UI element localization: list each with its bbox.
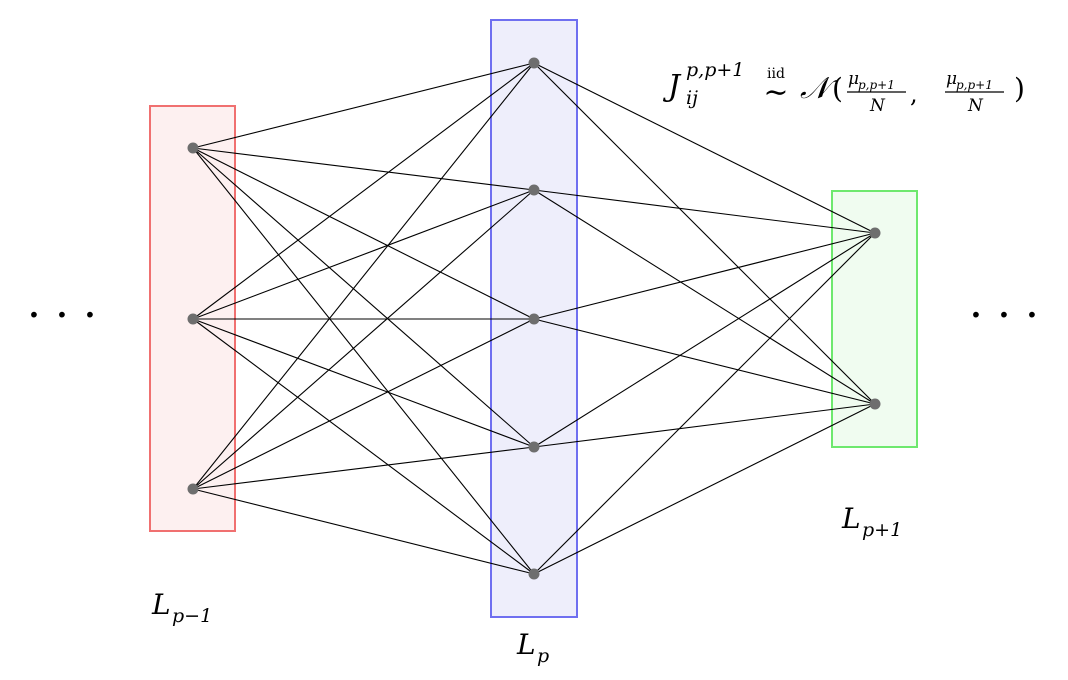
formula-open-paren: ( [832,72,843,105]
edge-0-1-4 [192,318,535,575]
edges-group [192,62,876,575]
edge-0-1-3 [192,318,535,448]
node-layer2-1 [869,398,881,410]
svg-text:L: L [841,502,861,535]
nodes-group [187,57,881,580]
node-layer1-1 [528,184,540,196]
svg-text:p+1: p+1 [862,519,902,541]
mean-numerator: μ [848,69,859,89]
var-denominator: N [967,96,984,116]
edge-0-1-0 [192,62,535,320]
label-prev: L p−1 [151,588,212,627]
var-numerator: μ [946,69,957,89]
node-layer0-0 [187,142,199,154]
formula-close-paren: ) [1014,72,1025,105]
edge-0-0-1 [192,147,535,191]
edge-1-0-0 [533,62,876,234]
edge-1-1-0 [533,189,876,234]
ellipsis-left: · · · [27,290,97,341]
edge-1-2-0 [533,232,876,320]
edge-0-2-3 [192,446,535,490]
edge-1-0-1 [533,62,876,405]
edge-1-3-1 [533,403,876,448]
formula-comma: , [910,80,918,108]
node-layer0-1 [187,313,199,325]
formula-subscript: ij [686,87,698,109]
edge-0-0-0 [192,62,535,149]
formula-superscript: p,p+1 [686,59,744,81]
var-numerator-sub: p,p+1 [956,78,993,92]
edge-0-0-4 [192,147,535,575]
edge-1-4-1 [533,403,876,575]
node-layer0-2 [187,483,199,495]
edge-0-0-2 [192,147,535,320]
edge-0-2-4 [192,488,535,575]
formula-symbol: J [662,69,682,104]
edge-1-3-0 [533,232,876,448]
node-layer1-4 [528,568,540,580]
ellipsis-right: · · · [969,290,1039,341]
edge-0-2-2 [192,318,535,490]
edge-0-1-1 [192,189,535,320]
node-layer1-0 [528,57,540,69]
mean-numerator-sub: p,p+1 [858,78,895,92]
svg-text:p−1: p−1 [172,605,212,627]
label-current: L p [516,628,549,667]
svg-text:L: L [151,588,171,621]
node-layer1-3 [528,441,540,453]
node-layer2-0 [869,227,881,239]
edge-1-4-0 [533,232,876,575]
formula-iid: iid [767,66,785,82]
coupling-distribution-formula: J p,p+1 ij iid ∼ 𝒩 ( μ p,p+1 N , μ p,p+1… [662,59,1025,116]
edge-0-0-3 [192,147,535,448]
edge-0-2-1 [192,189,535,490]
mean-denominator: N [869,96,886,116]
svg-text:L: L [516,628,536,661]
edge-0-2-0 [192,62,535,490]
node-layer1-2 [528,313,540,325]
edge-1-1-1 [533,189,876,405]
edge-1-2-1 [533,318,876,405]
formula-relation: ∼ [763,75,788,110]
label-next: L p+1 [841,502,902,541]
svg-text:p: p [537,645,549,667]
